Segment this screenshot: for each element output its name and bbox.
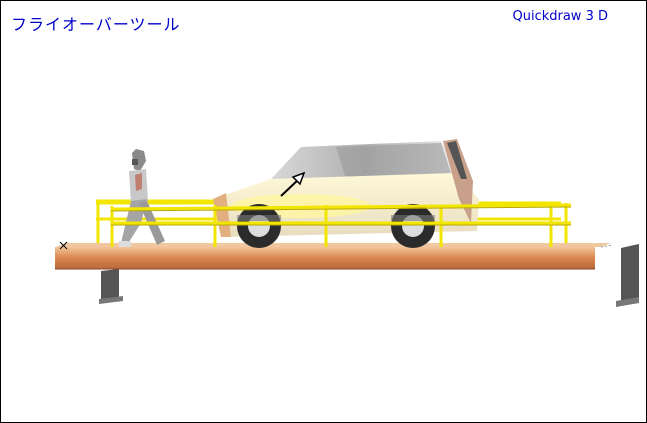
navigation-arrow-icon[interactable] — [280, 171, 306, 197]
front-railing — [110, 203, 572, 247]
rear-wheel — [391, 204, 435, 248]
car-model[interactable] — [213, 139, 479, 248]
bridge-deck — [55, 243, 614, 270]
x-marker-icon — [59, 241, 68, 250]
person-figure[interactable] — [119, 149, 165, 247]
tool-title: フライオーバーツール — [11, 15, 181, 34]
front-wheel — [237, 204, 281, 248]
support-legs — [99, 244, 639, 307]
railing-shading — [110, 206, 572, 226]
renderer-label: Quickdraw 3 D — [512, 9, 608, 24]
